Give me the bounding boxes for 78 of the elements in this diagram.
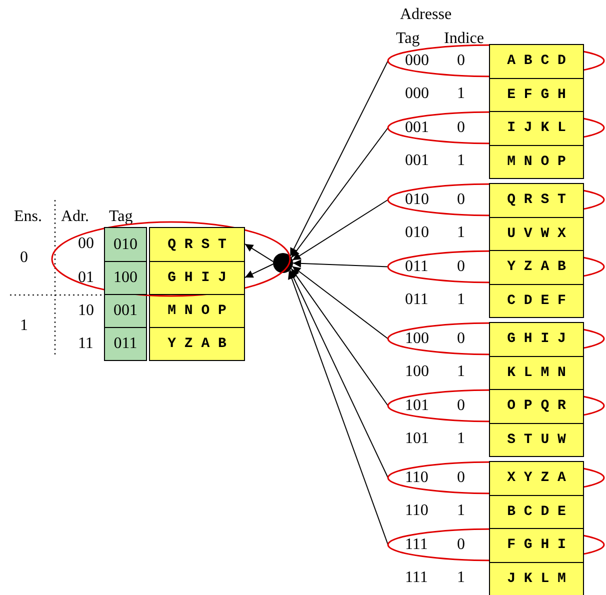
address-number: 10 (78, 302, 94, 320)
data-word: M N O P (489, 144, 584, 179)
tag-value: 001 (104, 294, 147, 328)
data-word: A B C D (489, 44, 584, 78)
data-word: M N O P (149, 294, 245, 328)
index-value: 0 (457, 396, 465, 415)
address-number: 01 (78, 268, 94, 286)
column-header: Indice (444, 30, 484, 48)
arrow (290, 268, 388, 406)
column-header: Adr. (61, 208, 89, 226)
index-value: 0 (457, 52, 465, 70)
data-word: Q R S T (489, 183, 584, 218)
index-value: 0 (457, 536, 465, 554)
column-header: Ens. (14, 208, 42, 226)
index-value: 1 (457, 152, 465, 170)
tag-value: 011 (405, 258, 428, 276)
tag-value: 001 (405, 118, 429, 137)
data-word: Y Z A B (149, 327, 245, 361)
tag-value: 100 (405, 330, 429, 348)
tag-value: 111 (405, 536, 428, 554)
index-value: 1 (457, 430, 465, 448)
data-word: O P Q R (489, 389, 584, 424)
tag-value: 010 (405, 190, 429, 209)
arrow (292, 259, 388, 268)
tag-value: 000 (405, 52, 429, 70)
arrow (244, 264, 274, 278)
index-value: 1 (457, 502, 465, 520)
data-word: G H I J (149, 261, 245, 295)
data-word: F G H I (489, 528, 584, 562)
tag-value: 011 (405, 291, 428, 310)
tag-value: 000 (405, 85, 429, 104)
tag-value: 110 (405, 468, 428, 487)
column-header: Tag (109, 208, 133, 226)
data-word: B C D E (489, 494, 584, 529)
index-value: 0 (457, 190, 465, 209)
data-word: Y Z A B (489, 250, 584, 284)
index-value: 1 (457, 569, 465, 588)
column-header: Adresse (400, 6, 452, 24)
tag-value: 101 (405, 430, 429, 448)
index-value: 0 (457, 258, 465, 276)
data-word: C D E F (489, 284, 584, 318)
tag-value: 100 (405, 363, 429, 382)
tag-value: 010 (405, 224, 429, 242)
address-number: 00 (78, 235, 94, 253)
column-header: Tag (396, 30, 420, 48)
tag-value: 011 (104, 327, 147, 361)
tag-value: 111 (405, 569, 428, 588)
data-word: J K L M (489, 562, 584, 595)
tag-value: 101 (405, 396, 429, 415)
data-word: X Y Z A (489, 461, 584, 496)
data-word: Q R S T (149, 227, 245, 262)
tag-value: 110 (405, 502, 428, 520)
tag-value: 100 (104, 261, 147, 295)
arrow (288, 270, 388, 546)
index-value: 0 (457, 468, 465, 487)
data-word: G H I J (489, 322, 584, 356)
tag-value: 001 (405, 152, 429, 170)
arrow (244, 244, 274, 262)
arrow (290, 127, 388, 258)
data-word: I J K L (489, 111, 584, 146)
data-word: E F G H (489, 78, 584, 112)
arrow (290, 270, 388, 478)
tag-value: 010 (104, 227, 147, 262)
arrow (290, 60, 388, 257)
index-value: 0 (457, 330, 465, 348)
index-value: 1 (457, 291, 465, 310)
set-number: 1 (20, 317, 28, 335)
index-value: 1 (457, 85, 465, 104)
index-value: 1 (457, 224, 465, 242)
index-value: 1 (457, 363, 465, 382)
index-value: 0 (457, 118, 465, 137)
address-number: 11 (78, 334, 94, 352)
data-word: U V W X (489, 216, 584, 251)
arrow (292, 266, 388, 340)
set-number: 0 (20, 249, 28, 267)
arrow (292, 199, 388, 261)
data-word: K L M N (489, 356, 584, 390)
data-word: S T U W (489, 422, 584, 457)
